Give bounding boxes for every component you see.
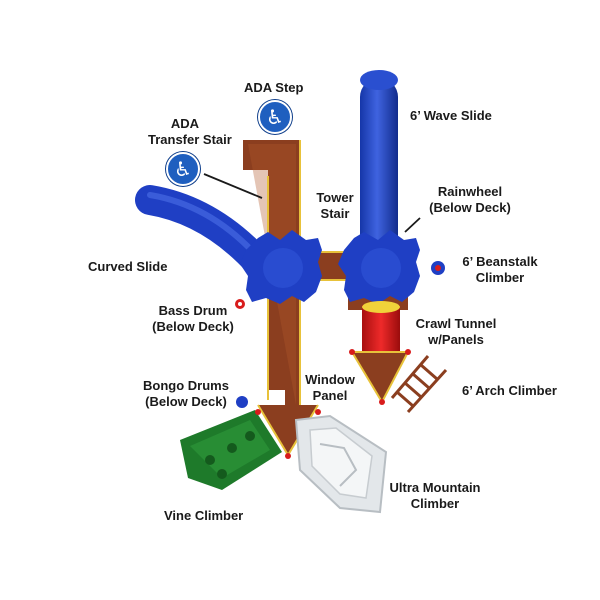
wave-slide xyxy=(360,70,398,258)
arch-climber-ladder xyxy=(390,355,448,414)
leader-lines xyxy=(203,173,421,233)
beanstalk-climber xyxy=(431,261,445,275)
bass-drum xyxy=(235,299,245,309)
label-vine-climber: Vine Climber xyxy=(164,508,244,523)
arch-climber-base xyxy=(349,349,411,405)
label-bongo-drums: Bongo Drums (Below Deck) xyxy=(143,378,229,409)
label-curved-slide: Curved Slide xyxy=(88,259,168,274)
label-crawl-tunnel: Crawl Tunnel w/Panels xyxy=(415,316,497,347)
connector-dots xyxy=(255,409,321,459)
curved-slide xyxy=(135,185,273,277)
label-rainwheel: Rainwheel (Below Deck) xyxy=(429,184,511,215)
bongo-drums xyxy=(236,396,248,408)
label-tower-stair: Tower Stair xyxy=(316,190,354,221)
label-arch-climber: 6’ Arch Climber xyxy=(462,383,557,398)
wheelchair-accessibility-icon: ♿ xyxy=(258,100,292,134)
label-wave-slide: 6’ Wave Slide xyxy=(410,108,492,123)
crawl-tunnel xyxy=(362,301,400,355)
ultra-mountain-climber xyxy=(294,414,388,514)
vine-climber xyxy=(180,410,282,490)
label-ada-transfer-stair: ADA Transfer Stair xyxy=(148,116,232,147)
label-beanstalk-climber: 6’ Beanstalk Climber xyxy=(462,254,538,285)
label-ada-step: ADA Step xyxy=(244,80,304,95)
left-roof xyxy=(240,230,322,304)
label-ultra-mountain-climber: Ultra Mountain Climber xyxy=(389,480,481,511)
label-window-panel: Window Panel xyxy=(305,372,355,403)
wheelchair-accessibility-icon: ♿ xyxy=(166,152,200,186)
right-roof xyxy=(338,230,420,304)
label-bass-drum: Bass Drum (Below Deck) xyxy=(152,303,234,334)
